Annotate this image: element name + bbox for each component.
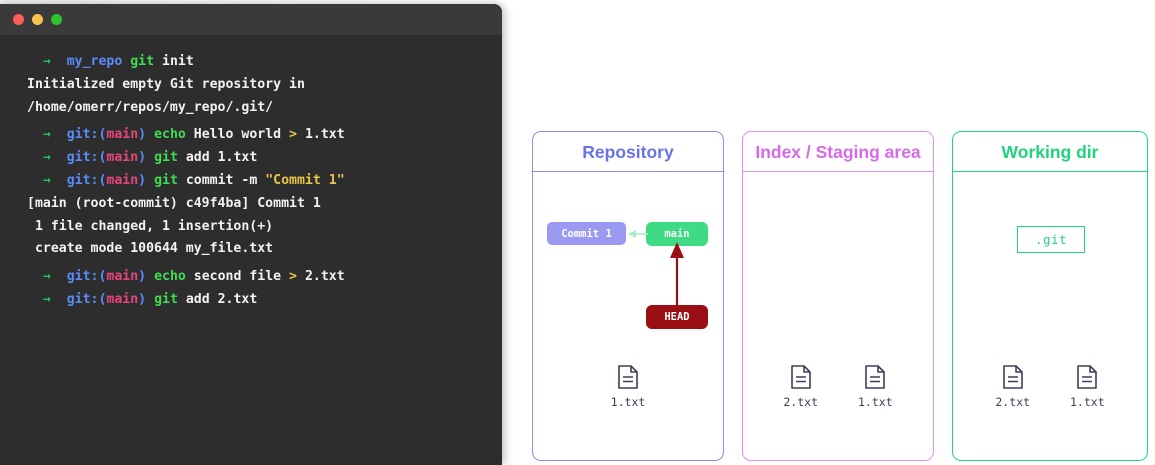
terminal-text: main	[106, 269, 139, 285]
terminal-text: )	[138, 291, 155, 307]
terminal-line: → git:(main) git add 1.txt	[27, 147, 502, 170]
terminal-text: main	[106, 172, 139, 188]
terminal-text: 1 file changed, 1 insertion(+)	[27, 218, 274, 234]
terminal-text: create mode 100644 my_file.txt	[27, 241, 274, 257]
terminal-text: →	[27, 172, 67, 188]
terminal-text: )	[138, 172, 155, 188]
terminal-text: commit -m	[185, 172, 266, 188]
terminal-text: "Commit 1"	[265, 172, 345, 188]
file-label: 1.txt	[858, 395, 893, 409]
terminal-text: git	[130, 54, 162, 69]
terminal-text: add 2.txt	[185, 291, 258, 307]
terminal-text: main	[106, 291, 139, 307]
terminal-line: → git:(main) echo Hello world > 1.txt	[27, 124, 502, 147]
file-label: 1.txt	[610, 395, 646, 409]
terminal-line: → git:(main) git add 2.txt	[27, 289, 502, 312]
file-icon	[1077, 365, 1098, 389]
terminal-text: git:(	[66, 150, 107, 166]
file-item[interactable]: 2.txt	[995, 364, 1030, 409]
git-directory-box[interactable]: .git	[1017, 226, 1085, 253]
terminal-line: create mode 100644 my_file.txt	[27, 238, 502, 261]
file-icon	[618, 365, 638, 389]
file-label: 1.txt	[1070, 395, 1105, 409]
terminal-text: →	[27, 54, 67, 69]
terminal-line: /home/omerr/repos/my_repo/.git/	[27, 97, 502, 120]
terminal-text: →	[27, 127, 67, 143]
index-file-row: 2.txt 1.txt	[743, 364, 933, 409]
file-item[interactable]: 2.txt	[783, 364, 818, 409]
panel-working-dir-body: .git 2.txt 1.txt	[953, 172, 1147, 460]
terminal-text: git	[154, 291, 186, 307]
terminal-line: 1 file changed, 1 insertion(+)	[27, 216, 502, 239]
terminal-text: →	[27, 150, 67, 166]
panel-working-dir: Working dir .git 2.txt 1.txt	[952, 131, 1148, 461]
terminal-text: add 1.txt	[185, 150, 258, 166]
panel-repository-body: Commit 1 main HEAD 1.txt	[533, 172, 723, 460]
terminal-line: [main (root-commit) c49f4ba] Commit 1	[27, 193, 502, 216]
terminal-text: →	[27, 291, 67, 307]
terminal-text: git	[154, 150, 186, 166]
node-head[interactable]: HEAD	[646, 305, 708, 329]
panel-index-title: Index / Staging area	[743, 132, 933, 172]
terminal-text: second file	[193, 269, 290, 285]
file-item[interactable]: 1.txt	[1070, 364, 1105, 409]
panel-repository: Repository Commit 1 main HEAD 1.txt	[532, 131, 724, 461]
terminal-text: init	[162, 54, 194, 69]
terminal-text: Hello world	[193, 127, 290, 143]
terminal-text: echo	[154, 269, 194, 285]
repository-file-row: 1.txt	[533, 364, 723, 409]
terminal-text: 2.txt	[304, 269, 345, 285]
terminal-text: >	[289, 269, 305, 285]
panel-repository-title: Repository	[533, 132, 723, 172]
file-icon	[1002, 365, 1023, 389]
terminal-text: my_repo	[66, 54, 131, 69]
close-icon[interactable]	[13, 14, 24, 25]
panel-index-body: 2.txt 1.txt	[743, 172, 933, 460]
working-dir-file-row: 2.txt 1.txt	[953, 364, 1147, 409]
file-item[interactable]: 1.txt	[858, 364, 893, 409]
terminal-text: >	[289, 127, 305, 143]
minimize-icon[interactable]	[32, 14, 43, 25]
terminal-text: main	[106, 127, 139, 143]
terminal-text: git:(	[66, 269, 107, 285]
terminal-text: Initialized empty Git repository in	[27, 76, 305, 92]
terminal-text: git	[154, 172, 186, 188]
terminal-text: →	[27, 269, 67, 285]
terminal-text: )	[138, 150, 155, 166]
terminal-text: git:(	[66, 172, 107, 188]
panel-working-dir-title: Working dir	[953, 132, 1147, 172]
terminal-text: /home/omerr/repos/my_repo/.git/	[27, 99, 274, 115]
terminal-text: echo	[154, 127, 194, 143]
terminal-line: Initialized empty Git repository in	[27, 74, 502, 97]
terminal-text: )	[138, 269, 155, 285]
terminal-titlebar[interactable]	[0, 4, 502, 35]
maximize-icon[interactable]	[51, 14, 62, 25]
arrow-main-to-commit-icon	[628, 230, 648, 238]
terminal-line: → git:(main) echo second file > 2.txt	[27, 266, 502, 289]
terminal-text: )	[138, 127, 155, 143]
terminal-text: git:(	[66, 291, 107, 307]
terminal-line: → git:(main) git commit -m "Commit 1"	[27, 170, 502, 193]
file-icon	[790, 365, 811, 389]
file-label: 2.txt	[995, 395, 1030, 409]
file-item[interactable]: 1.txt	[610, 364, 646, 409]
terminal-text: 1.txt	[304, 127, 345, 143]
terminal-text: main	[106, 150, 139, 166]
terminal-text: git:(	[66, 127, 107, 143]
panel-index: Index / Staging area 2.txt 1.txt	[742, 131, 934, 461]
terminal-line: → my_repo git init	[27, 51, 502, 74]
file-label: 2.txt	[783, 395, 818, 409]
file-icon	[865, 365, 886, 389]
node-commit-1[interactable]: Commit 1	[547, 222, 626, 245]
terminal-text: [main (root-commit) c49f4ba] Commit 1	[27, 195, 321, 211]
arrow-head-to-main-icon	[670, 242, 684, 308]
